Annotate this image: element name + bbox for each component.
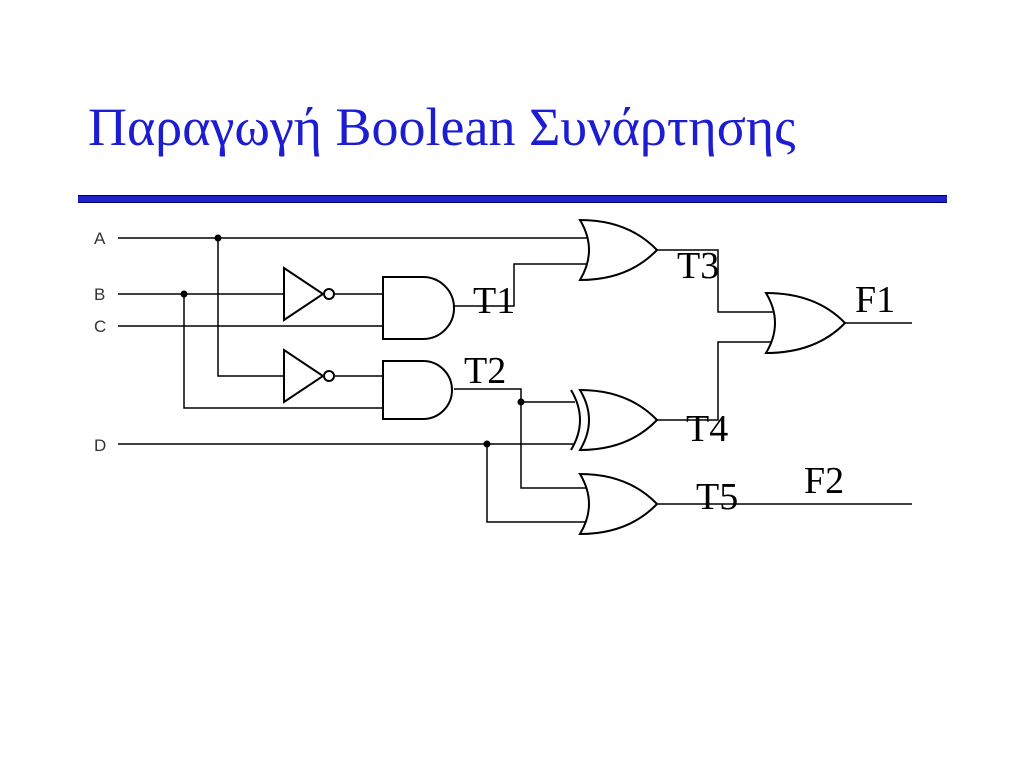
or-gate-f1 [764,291,847,355]
not-gate-b [283,266,335,322]
or-gate-t3 [578,218,659,282]
and-gate-t1 [382,276,455,340]
signal-label-f2: F2 [804,460,844,502]
wires [118,237,912,523]
signal-label-t1: T1 [473,280,515,322]
junction-dot [483,440,491,448]
junction-dot [517,398,525,406]
and-gate-t2 [382,360,453,420]
not-gate-a [283,348,335,404]
signal-label-t3: T3 [677,245,719,287]
signal-label-t5: T5 [696,476,738,518]
input-label-a: A [94,229,106,248]
signal-label-t2: T2 [464,350,506,392]
signal-label-f1: F1 [855,279,895,321]
signal-label-t4: T4 [686,408,728,450]
input-label-b: B [94,285,105,304]
slide-title: Παραγωγή Boolean Συνάρτησης [88,97,796,157]
junction-dot [180,290,188,298]
junction-dot [214,234,222,242]
title-underline [78,195,947,203]
input-label-d: D [94,436,106,455]
or-gate-t5 [578,472,659,536]
xor-gate-t4 [570,388,659,452]
input-label-c: C [94,317,106,336]
